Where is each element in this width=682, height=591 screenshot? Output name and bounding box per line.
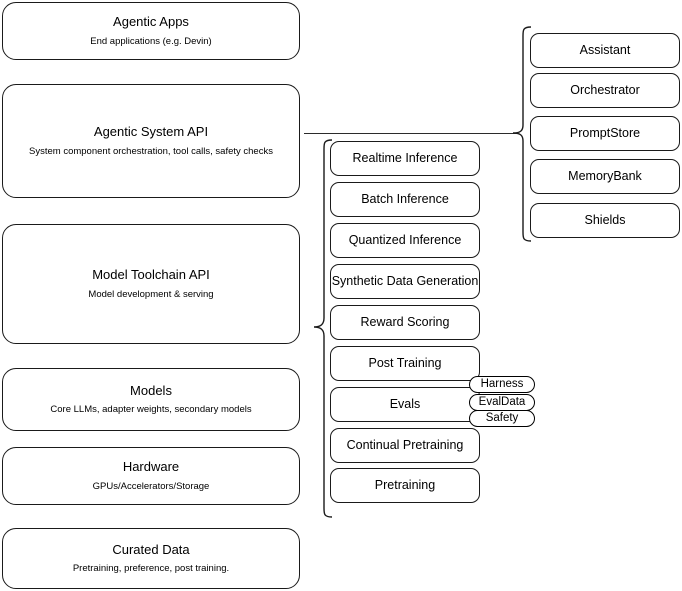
component-box-memorybank[interactable]: MemoryBank xyxy=(530,159,680,194)
toolchain-label: Batch Inference xyxy=(361,191,449,206)
component-box-promptstore[interactable]: PromptStore xyxy=(530,116,680,151)
layer-subtitle: End applications (e.g. Devin) xyxy=(90,35,212,47)
component-box-shields[interactable]: Shields xyxy=(530,203,680,238)
component-box-assistant[interactable]: Assistant xyxy=(530,33,680,68)
layer-subtitle: Model development & serving xyxy=(88,288,214,300)
layer-box-agentic-system-api[interactable]: Agentic System API System component orch… xyxy=(2,84,300,198)
toolchain-label: Reward Scoring xyxy=(360,314,450,329)
layer-subtitle: Core LLMs, adapter weights, secondary mo… xyxy=(50,404,252,416)
component-label: MemoryBank xyxy=(568,168,642,183)
toolchain-label: Realtime Inference xyxy=(352,150,458,165)
toolchain-box-post-training[interactable]: Post Training xyxy=(330,346,480,381)
component-label: PromptStore xyxy=(569,125,641,140)
toolchain-box-continual-pretraining[interactable]: Continual Pretraining xyxy=(330,428,480,463)
eval-tag-label: Harness xyxy=(480,377,524,390)
toolchain-box-pretraining[interactable]: Pretraining xyxy=(330,468,480,503)
layer-title: Agentic Apps xyxy=(113,14,189,30)
layer-title: Agentic System API xyxy=(93,124,209,140)
layer-title: Hardware xyxy=(122,459,180,475)
layer-subtitle: Pretraining, preference, post training. xyxy=(72,563,230,575)
connector-agentic-system-api-to-components xyxy=(304,133,516,134)
eval-tag-label: EvalData xyxy=(478,395,526,408)
toolchain-box-reward-scoring[interactable]: Reward Scoring xyxy=(330,305,480,340)
layer-title: Models xyxy=(130,382,172,398)
eval-tag-harness[interactable]: Harness xyxy=(469,376,535,393)
layer-box-model-toolchain-api[interactable]: Model Toolchain API Model development & … xyxy=(2,224,300,344)
toolchain-label: Synthetic Data Generation xyxy=(331,273,479,288)
layer-title: Curated Data xyxy=(112,541,190,557)
toolchain-label: Quantized Inference xyxy=(348,232,462,247)
eval-tag-evaldata[interactable]: EvalData xyxy=(469,394,535,411)
component-label: Assistant xyxy=(579,42,631,57)
toolchain-box-quantized-inference[interactable]: Quantized Inference xyxy=(330,223,480,258)
layer-box-agentic-apps[interactable]: Agentic Apps End applications (e.g. Devi… xyxy=(2,2,300,60)
toolchain-label: Continual Pretraining xyxy=(346,437,464,452)
toolchain-box-evals[interactable]: Evals xyxy=(330,387,480,422)
eval-tag-safety[interactable]: Safety xyxy=(469,410,535,427)
component-box-orchestrator[interactable]: Orchestrator xyxy=(530,73,680,108)
toolchain-box-realtime-inference[interactable]: Realtime Inference xyxy=(330,141,480,176)
component-label: Shields xyxy=(584,212,626,227)
toolchain-box-batch-inference[interactable]: Batch Inference xyxy=(330,182,480,217)
layer-title: Model Toolchain API xyxy=(92,267,210,283)
layer-box-models[interactable]: Models Core LLMs, adapter weights, secon… xyxy=(2,368,300,431)
toolchain-box-synthetic-data-generation[interactable]: Synthetic Data Generation xyxy=(330,264,480,299)
brace-agentic-system-components xyxy=(512,26,532,242)
layer-box-hardware[interactable]: Hardware GPUs/Accelerators/Storage xyxy=(2,447,300,505)
layer-box-curated-data[interactable]: Curated Data Pretraining, preference, po… xyxy=(2,528,300,589)
brace-model-toolchain-components xyxy=(313,139,333,519)
layer-subtitle: GPUs/Accelerators/Storage xyxy=(92,480,210,492)
layer-subtitle: System component orchestration, tool cal… xyxy=(29,145,273,157)
eval-tag-label: Safety xyxy=(485,411,519,424)
component-label: Orchestrator xyxy=(570,82,640,97)
toolchain-label: Pretraining xyxy=(374,477,436,492)
toolchain-label: Post Training xyxy=(368,355,442,370)
toolchain-label: Evals xyxy=(389,396,421,411)
